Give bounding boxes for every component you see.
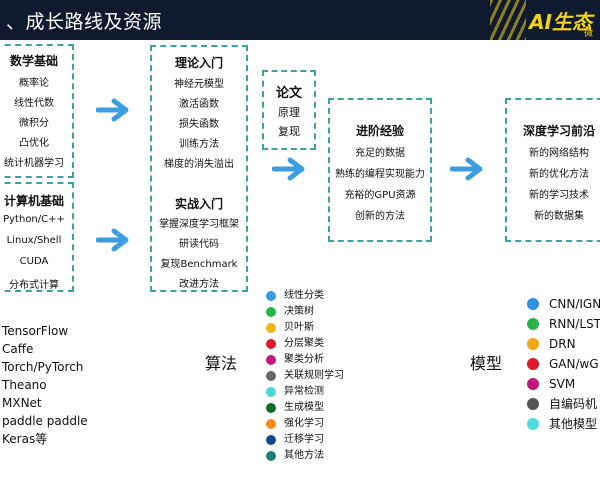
framework-item: Caffe: [2, 342, 34, 356]
math-item: 概率论: [19, 78, 49, 89]
dot-icon: [527, 318, 539, 330]
frontier-box: 深度学习前沿 新的网络结构 新的优化方法 新的学习技术 新的数据集: [505, 98, 600, 242]
frontier-item: 新的网络结构: [529, 148, 589, 159]
dot-icon: [266, 339, 276, 349]
paper-item: 原理: [278, 106, 300, 119]
practice-item: 改进方法: [179, 279, 219, 290]
math-item: 微积分: [19, 118, 49, 129]
dot-icon: [527, 398, 539, 410]
computer-item: Linux/Shell: [6, 235, 62, 246]
computer-foundation-box: 计算机基础 Python/C++ Linux/Shell CUDA 分布式计算: [0, 182, 74, 292]
dot-icon: [527, 418, 539, 430]
page-title: 、成长路线及资源: [6, 11, 163, 33]
practice-item: 研读代码: [179, 239, 219, 250]
arrow-right-icon: [96, 98, 129, 122]
model-legend: CNN/IGN RNN/LST DRN GAN/wG SVM 自编码机 其他模型: [527, 294, 600, 454]
practice-heading: 实战入门: [174, 197, 223, 211]
arrow-right-icon: [450, 157, 483, 181]
dot-icon: [266, 355, 276, 365]
dot-icon: [266, 403, 276, 413]
dot-icon: [266, 419, 276, 429]
paper-item: 复现: [278, 125, 300, 138]
dot-icon: [266, 371, 276, 381]
framework-list: TensorFlow Caffe Torch/PyTorch Theano MX…: [2, 322, 88, 448]
dot-icon: [527, 338, 539, 350]
header-stripe-decoration: [490, 0, 526, 40]
theory-item: 训练方法: [179, 139, 219, 150]
frontier-item: 新的学习技术: [529, 190, 589, 201]
advanced-heading: 进阶经验: [355, 124, 404, 138]
dot-icon: [527, 358, 539, 370]
framework-item: TensorFlow: [2, 324, 69, 338]
computer-item: Python/C++: [3, 214, 65, 225]
framework-item: MXNet: [2, 396, 42, 410]
dot-icon: [266, 307, 276, 317]
math-foundation-box: 数学基础 概率论 线性代数 微积分 凸优化 统计机器学习: [0, 44, 74, 178]
advanced-box: 进阶经验 充足的数据 熟练的编程实现能力 充裕的GPU资源 创新的方法: [328, 98, 432, 242]
model-label: 模型: [470, 354, 503, 373]
dot-icon: [266, 387, 276, 397]
brand-logo-sub: 微: [584, 29, 594, 39]
practice-item: 掌握深度学习框架: [159, 219, 239, 230]
math-foundation-heading: 数学基础: [9, 54, 58, 68]
header-banner: 、成长路线及资源 AI生态 微: [0, 0, 600, 40]
computer-foundation-heading: 计算机基础: [3, 194, 64, 208]
algorithm-legend: 线性分类 决策树 贝叶斯 分层聚类 聚类分析 关联规则学习 异常检测 生成模型 …: [266, 288, 376, 468]
dot-icon: [266, 435, 276, 445]
paper-heading: 论文: [275, 86, 302, 101]
math-item: 线性代数: [14, 98, 54, 109]
computer-item: 分布式计算: [9, 280, 59, 291]
math-item: 统计机器学习: [4, 158, 64, 169]
theory-heading: 理论入门: [174, 56, 223, 70]
theory-item: 神经元模型: [174, 79, 224, 90]
math-item: 凸优化: [19, 138, 49, 149]
dot-icon: [527, 378, 539, 390]
arrow-right-icon: [272, 157, 305, 181]
computer-item: CUDA: [19, 256, 49, 267]
advanced-item: 创新的方法: [355, 211, 405, 222]
brand-logo: AI生态: [529, 10, 592, 34]
framework-item: Torch/PyTorch: [2, 360, 84, 374]
frontier-item: 新的数据集: [534, 211, 584, 222]
framework-item: paddle paddle: [2, 414, 88, 428]
practice-item: 复现Benchmark: [160, 259, 238, 270]
framework-item: Keras等: [2, 432, 48, 446]
dot-icon: [266, 451, 276, 461]
paper-box: 论文 原理 复现: [262, 70, 316, 150]
dot-icon: [527, 298, 539, 310]
advanced-item: 充裕的GPU资源: [344, 190, 416, 201]
theory-item: 梯度的消失溢出: [164, 159, 234, 170]
algorithm-label: 算法: [205, 354, 238, 373]
framework-item: Theano: [2, 378, 47, 392]
advanced-item: 熟练的编程实现能力: [335, 169, 425, 180]
theory-item: 损失函数: [179, 119, 219, 130]
dot-icon: [266, 291, 276, 301]
beginner-box: 理论入门 神经元模型 激活函数 损失函数 训练方法 梯度的消失溢出 实战入门 掌…: [150, 45, 248, 292]
dot-icon: [266, 323, 276, 333]
frontier-heading: 深度学习前沿: [522, 124, 595, 138]
theory-item: 激活函数: [179, 99, 219, 110]
advanced-item: 充足的数据: [355, 148, 405, 159]
frontier-item: 新的优化方法: [529, 169, 589, 180]
arrow-right-icon: [96, 228, 129, 252]
